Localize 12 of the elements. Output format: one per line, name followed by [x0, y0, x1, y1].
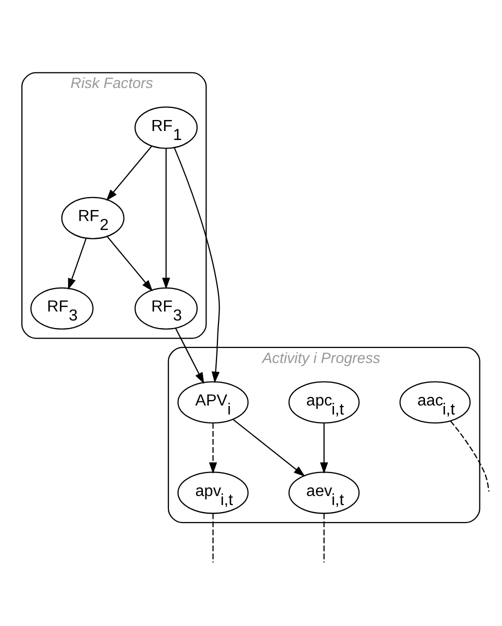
- connector: [323, 512, 325, 562]
- arrow: [68, 238, 87, 290]
- connector: [450, 420, 490, 492]
- connector: [212, 512, 214, 562]
- arrow: [162, 148, 170, 289]
- arrow: [233, 418, 306, 476]
- arrow: [320, 422, 328, 474]
- arrow: [175, 327, 204, 384]
- arrow: [106, 236, 153, 291]
- arrow: [209, 422, 218, 474]
- arrow: [174, 147, 220, 383]
- arrow: [106, 145, 152, 200]
